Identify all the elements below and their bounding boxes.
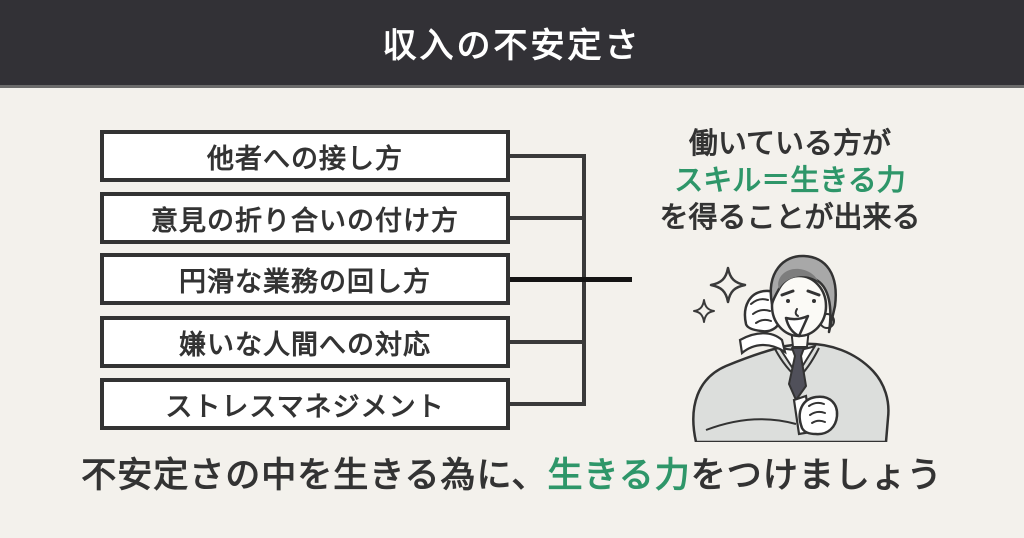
conclusion-text: 不安定さの中を生きる為に、生きる力をつけましょう	[0, 447, 1024, 498]
nose	[794, 308, 799, 317]
skill-box-dealing-disliked-people: 嫌いな人間への対応	[100, 316, 510, 368]
skill-box-label: ストレスマネジメント	[165, 391, 445, 422]
benefit-line-2-highlight: スキル＝生きる力	[674, 165, 906, 197]
skill-box-label: 円滑な業務の回し方	[179, 266, 431, 297]
connector-branch-5	[510, 402, 586, 406]
lower-fist-fingers	[808, 401, 826, 424]
open-mouth	[784, 314, 810, 338]
page-title: 収入の不安定さ	[382, 27, 642, 65]
connector-branch-2	[510, 216, 586, 220]
conclusion-prefix: 不安定さの中を生きる為に、	[81, 456, 548, 495]
connector-branch-1	[510, 154, 586, 158]
skill-box-label: 他者への接し方	[207, 143, 403, 174]
benefit-text: 働いている方が スキル＝生きる力 を得ることが出来る	[617, 126, 963, 237]
skill-box-smooth-operations: 円滑な業務の回し方	[100, 253, 510, 305]
conclusion-highlight: 生きる力	[547, 456, 691, 495]
connector-branch-4	[510, 340, 586, 344]
sparkle-icon-small	[693, 299, 715, 323]
connector-trunk-line	[510, 277, 632, 282]
eyebrows	[780, 289, 821, 297]
conclusion-suffix: をつけましょう	[690, 456, 943, 495]
skill-box-compromise-opinions: 意見の折り合いの付け方	[100, 192, 510, 244]
right-eye	[812, 299, 816, 303]
benefit-line-1: 働いている方が	[688, 128, 892, 160]
raised-fist-fingers	[750, 298, 772, 324]
raised-arm-cuff	[738, 332, 787, 356]
jacket-hem-line	[705, 418, 797, 431]
skill-box-label: 嫌いな人間への対応	[179, 329, 431, 360]
left-eye	[786, 299, 790, 303]
skill-box-approach-others: 他者への接し方	[100, 130, 510, 182]
skill-box-label: 意見の折り合いの付け方	[151, 205, 459, 236]
sparkle-icon	[709, 266, 747, 304]
header-bar: 収入の不安定さ	[0, 0, 1024, 88]
necktie	[788, 347, 807, 401]
hair-shade	[778, 268, 818, 289]
benefit-line-3: を得ることが出来る	[659, 202, 921, 234]
skill-box-stress-management: ストレスマネジメント	[100, 378, 510, 430]
businessman-cheering-illustration	[692, 254, 890, 442]
